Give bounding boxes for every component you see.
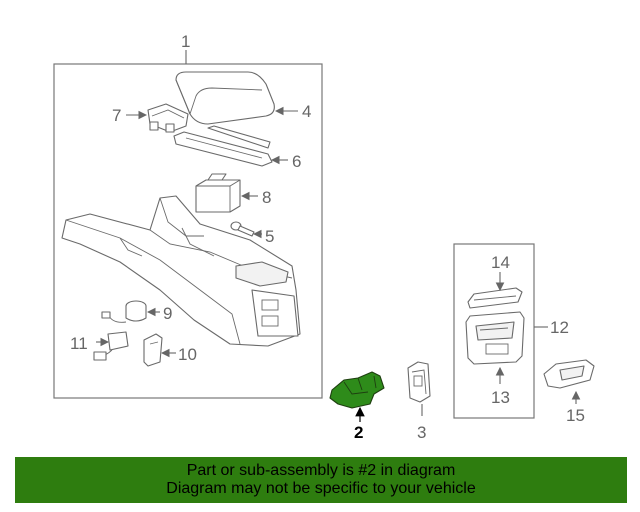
callout-8[interactable]: 8 (262, 188, 271, 207)
console-assembly-group: 1 4 7 6 (53, 32, 323, 399)
trim-strip-6[interactable] (173, 125, 273, 167)
group-box-1 (53, 63, 323, 399)
callout-14[interactable]: 14 (491, 253, 510, 272)
banner-line-1: Part or sub-assembly is #2 in diagram (186, 462, 456, 479)
console-body[interactable] (61, 195, 301, 347)
callout-15[interactable]: 15 (566, 406, 585, 425)
latch-3[interactable] (407, 361, 431, 403)
vent-panel-13[interactable] (465, 311, 525, 365)
callout-5[interactable]: 5 (265, 227, 274, 246)
callout-6[interactable]: 6 (292, 152, 301, 171)
socket-9[interactable] (101, 300, 147, 323)
callout-7[interactable]: 7 (112, 106, 121, 125)
part-info-banner: Part or sub-assembly is #2 in diagram Di… (15, 457, 627, 503)
tray-15[interactable] (543, 359, 595, 389)
group-box-12 (453, 243, 535, 419)
screw-5[interactable] (230, 221, 255, 237)
callout-10[interactable]: 10 (178, 345, 197, 364)
callout-11[interactable]: 11 (70, 334, 88, 353)
bracket-7[interactable] (147, 103, 189, 133)
callout-1[interactable]: 1 (181, 32, 190, 51)
insert-8[interactable] (195, 173, 241, 213)
banner-line-2: Diagram may not be specific to your vehi… (166, 480, 476, 497)
callout-12[interactable]: 12 (550, 318, 569, 337)
cap-14[interactable] (467, 287, 523, 309)
connector-11[interactable] (93, 331, 129, 361)
clip-10[interactable] (143, 333, 163, 367)
rear-panel-group: 12 14 13 (453, 243, 569, 419)
callout-9[interactable]: 9 (163, 304, 172, 323)
highlighted-part-2[interactable] (329, 371, 385, 409)
callout-2[interactable]: 2 (354, 423, 363, 442)
callout-4[interactable]: 4 (302, 102, 311, 121)
armrest-lid[interactable] (175, 71, 275, 125)
callout-3[interactable]: 3 (417, 423, 426, 442)
callout-13[interactable]: 13 (491, 388, 510, 407)
